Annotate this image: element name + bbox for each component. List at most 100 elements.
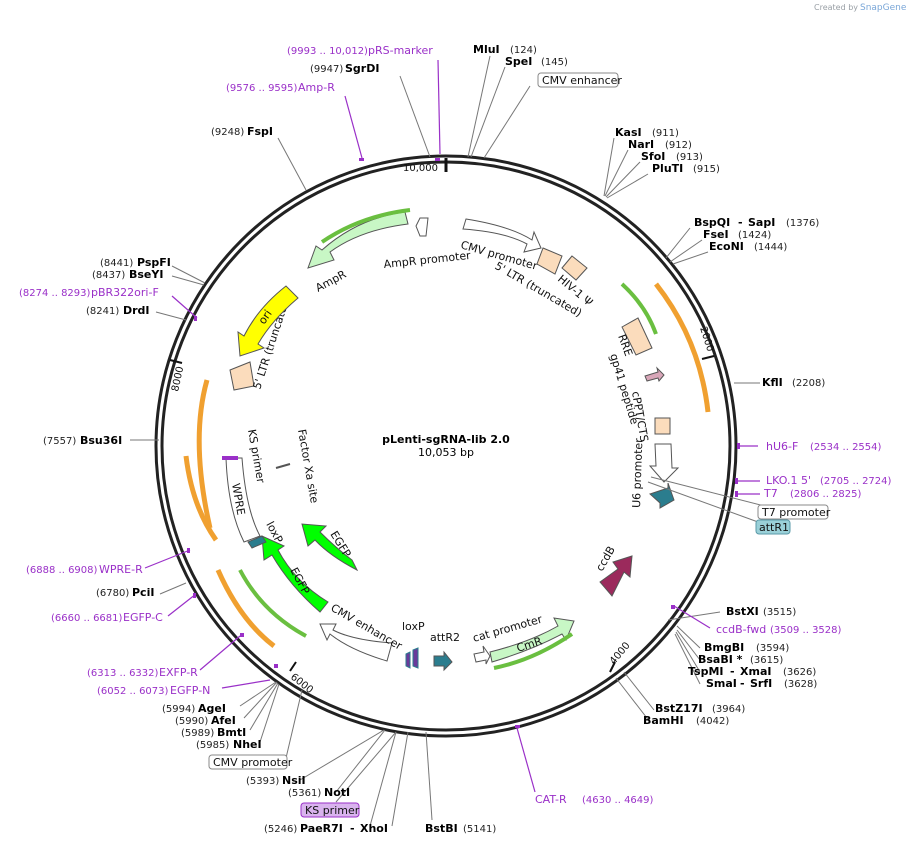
enzyme-bseyi-pos: (8437)	[92, 270, 125, 281]
feature-5ltr-left-box[interactable]	[229, 361, 255, 391]
enzyme-bmti-name[interactable]: BmtI	[217, 726, 246, 739]
primer-cat-r-name[interactable]: CAT-R	[535, 793, 567, 806]
feature-loxp-bottom-arrows[interactable]	[405, 647, 419, 669]
tick-8000: 8000	[170, 365, 186, 392]
enzyme-bstz17i-pos: (3964)	[712, 704, 745, 715]
primer-cat-r-range: (4630 .. 4649)	[582, 795, 654, 806]
enzyme-afei-name[interactable]: AfeI	[211, 714, 236, 727]
orf-arc-left-2	[183, 455, 219, 542]
enzyme-noti-pos: (5361)	[288, 788, 321, 799]
feature-cmv-enhancer-arrow[interactable]	[319, 623, 393, 662]
enzyme-bamhi-name[interactable]: BamHI	[643, 714, 684, 727]
enzyme-econi-pos: (1444)	[754, 242, 787, 253]
feature-egfp-inner-arrow[interactable]	[301, 523, 359, 572]
primer-lko-name[interactable]: LKO.1 5'	[766, 474, 811, 487]
enzyme-kfli-name[interactable]: KflI	[762, 376, 783, 389]
feature-gp41-arrow[interactable]	[644, 366, 665, 383]
box-cmv-enhancer-top[interactable]	[537, 72, 619, 88]
primer-lko-range: (2705 .. 2724)	[820, 476, 892, 487]
enzyme-bstxi-name[interactable]: BstXI	[726, 605, 759, 618]
feature-ori-arrow[interactable]	[237, 285, 299, 357]
feature-cmv-promoter-arrow[interactable]	[462, 218, 542, 253]
box-attr1[interactable]	[755, 519, 791, 535]
feature-ampr-promoter-arrow[interactable]	[415, 217, 429, 237]
enzyme-bmgbi-name[interactable]: BmgBI	[704, 641, 744, 654]
primer-t7-name[interactable]: T7	[763, 487, 778, 500]
primer-egfp-c-name[interactable]: EGFP-C	[123, 611, 163, 624]
enzyme-bspqi-name[interactable]: BspQI	[694, 216, 730, 229]
enzyme-pcii-name[interactable]: PciI	[132, 586, 154, 599]
enzyme-bsabi-name[interactable]: BsaBI *	[698, 653, 743, 666]
feature-u6-promoter-label: U6 promoter	[630, 438, 645, 508]
box-ks-primer[interactable]	[300, 802, 360, 818]
snapgene-logo-text: SnapGene	[860, 3, 907, 13]
enzyme-pspfi-name[interactable]: PspFI	[137, 256, 171, 269]
enzyme-tspmi-name[interactable]: TspMI	[688, 665, 724, 678]
primer-ampr-name[interactable]: Amp-R	[298, 81, 335, 94]
feature-5ltr-top-box[interactable]	[536, 247, 563, 275]
primer-prs-marker-name[interactable]: pRS-marker	[368, 44, 433, 57]
enzyme-sgrdi-name[interactable]: SgrDI	[345, 62, 379, 75]
enzyme-kasi-name[interactable]: KasI	[615, 126, 642, 139]
enzyme-bseyi-name[interactable]: BseYI	[129, 268, 163, 281]
primer-exfp-r-name[interactable]: EXFP-R	[159, 666, 198, 679]
enzyme-spei-pos: (145)	[541, 57, 568, 68]
orf-arc-right	[654, 282, 711, 413]
primer-egfp-n-name[interactable]: EGFP-N	[170, 684, 210, 697]
orf-arc-amp	[320, 208, 411, 244]
enzyme-mlui-name[interactable]: MluI	[473, 43, 500, 56]
enzyme-xhoi-name[interactable]: XhoI	[360, 822, 388, 835]
enzyme-drdi-name[interactable]: DrdI	[123, 304, 150, 317]
enzyme-noti-name[interactable]: NotI	[324, 786, 350, 799]
feature-wpre-arrow[interactable]	[225, 457, 261, 543]
enzyme-afei-pos: (5990)	[175, 716, 208, 727]
tick-10000: 10,000	[403, 163, 438, 174]
enzyme-fspi-name[interactable]: FspI	[247, 125, 273, 138]
enzyme-sapi-name[interactable]: SapI	[748, 216, 775, 229]
enzyme-bspqi-pos: (1376)	[786, 218, 819, 229]
primer-ampr-range: (9576 .. 9595)	[226, 83, 298, 94]
feature-attr2-arrow[interactable]	[433, 650, 453, 672]
feature-cppt-box[interactable]	[654, 417, 671, 435]
box-t7-promoter[interactable]	[757, 504, 829, 520]
enzyme-econi-name[interactable]: EcoNI	[709, 240, 744, 253]
feature-ks-primer-bar[interactable]	[222, 456, 238, 460]
enzyme-bsu36i-name[interactable]: Bsu36I	[80, 434, 122, 447]
enzyme-bstbi-name[interactable]: BstBI	[425, 822, 458, 835]
enzyme-nari-name[interactable]: NarI	[628, 138, 654, 151]
enzyme-nhei-name[interactable]: NheI	[233, 738, 262, 751]
primer-egfp-n-range: (6052 .. 6073)	[97, 686, 169, 697]
feature-rre-box[interactable]	[621, 317, 653, 356]
feature-loxp-left-arrow[interactable]	[247, 535, 267, 549]
enzyme-smai-name[interactable]: SmaI	[706, 677, 737, 690]
enzyme-paer7i-sep: -	[350, 822, 355, 835]
box-cmv-enhancer-top-label: CMV enhancer	[542, 74, 622, 87]
box-ks-primer-label: KS primer	[305, 804, 360, 817]
enzyme-fsei-pos: (1424)	[738, 230, 771, 241]
primer-pbr322-name[interactable]: pBR322ori-F	[91, 286, 159, 299]
tick-mark-4000	[609, 661, 616, 673]
primer-t7-range: (2806 .. 2825)	[790, 489, 862, 500]
enzyme-sfoi-name[interactable]: SfoI	[641, 150, 665, 163]
feature-egfp-big-arrow[interactable]	[261, 535, 329, 613]
enzyme-spei-name[interactable]: SpeI	[505, 55, 532, 68]
feature-hiv-psi-box[interactable]	[561, 255, 588, 281]
primer-hu6f-name[interactable]: hU6-F	[766, 440, 798, 453]
enzyme-bmti-pos: (5989)	[181, 728, 214, 739]
box-cmv-promoter-bottom[interactable]	[208, 754, 288, 770]
enzyme-agei-name[interactable]: AgeI	[198, 702, 226, 715]
enzyme-paer7i-name[interactable]: PaeR7I	[300, 822, 343, 835]
feature-ccdb-arrow[interactable]	[599, 555, 633, 597]
credit-text: Created by	[814, 3, 858, 12]
enzyme-bstz17i-name[interactable]: BstZ17I	[655, 702, 703, 715]
feature-cmr-arrow[interactable]	[489, 617, 575, 663]
primer-ccdb-fwd-name[interactable]: ccdB-fwd	[716, 623, 766, 636]
enzyme-srfi-name[interactable]: SrfI	[750, 677, 772, 690]
enzyme-nsii-name[interactable]: NsiI	[282, 774, 306, 787]
enzyme-fsei-name[interactable]: FseI	[703, 228, 729, 241]
primer-wpre-r-name[interactable]: WPRE-R	[99, 563, 143, 576]
enzyme-pluti-name[interactable]: PluTI	[652, 162, 683, 175]
enzyme-xmai-name[interactable]: XmaI	[740, 665, 771, 678]
feature-u6-promoter-arrow[interactable]	[648, 443, 680, 483]
feature-cat-promoter-arrow[interactable]	[473, 645, 491, 665]
